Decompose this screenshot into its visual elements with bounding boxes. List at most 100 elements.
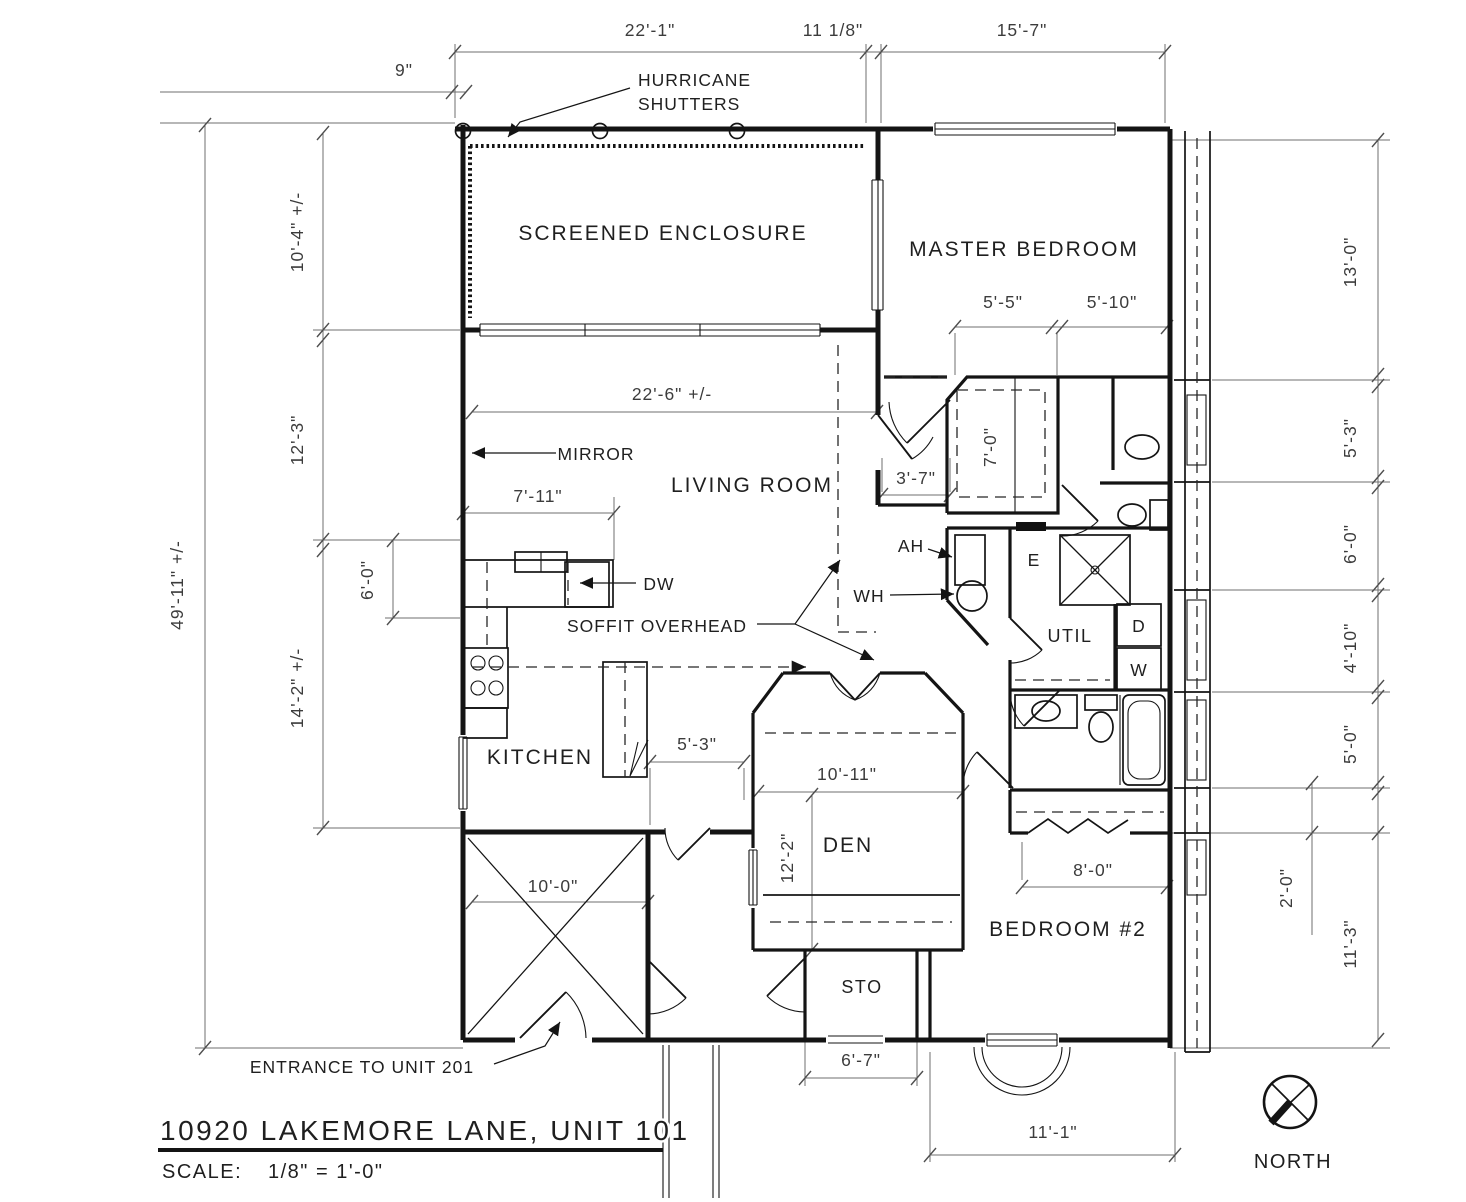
master-toilet-tank [1149,499,1169,531]
party-wall [1174,131,1211,1053]
bath2-toilet-tank [1084,694,1118,711]
soffit-overhead-label: SOFFIT OVERHEAD [567,616,747,636]
entrance-note-label: ENTRANCE TO UNIT 201 [250,1057,474,1077]
mirror-label: MIRROR [558,444,635,464]
shower-drain [1090,565,1100,575]
hurricane-shutters-label-line1: HURRICANE [638,70,751,90]
bedroom2-label: BEDROOM #2 [989,918,1147,941]
pantry-arrow [629,739,649,777]
electric-panel-box [1016,522,1046,531]
living-room-label: LIVING ROOM [671,474,833,497]
bathtub [1122,694,1166,786]
garage-door-swing [565,991,587,1039]
dim-den-depth: 12'-2" [777,833,797,884]
master-toilet-bowl [1117,503,1147,527]
foyer-door-swing [647,997,687,1015]
hurricane-leader [507,87,631,138]
dryer-label: D [1132,616,1146,636]
dim-kitchen-pass: 5'-3" [677,734,717,754]
north-arrow: NORTH [1251,1074,1333,1176]
range-burner [488,655,504,671]
range-burner [488,680,504,696]
water-heater-circle [956,580,988,612]
air-handler-label: AH [898,536,924,556]
utility-label: UTIL [1047,626,1092,646]
dim-wall-gap: 11 1/8" [803,20,864,40]
dim-porch-width: 6'-7" [841,1050,881,1070]
soffit-dashed-lines [486,345,1164,923]
scale-value: 1/8" = 1'-0" [268,1161,384,1183]
water-heater-leader [889,588,955,601]
garage-door-opening [515,1033,592,1047]
entrance-leader [493,1021,561,1065]
hurricane-shutters-label-line2: SHUTTERS [638,94,740,114]
hidden-lines [472,138,1198,1048]
garage-cross [467,837,644,1035]
range [462,647,509,709]
bath2-vanity [1014,694,1078,729]
washer-label: W [1130,660,1148,680]
dim-enclosure-depth: 10'-4" +/- [287,192,307,272]
sto-door-opening [826,1033,885,1047]
dim-bath-depth: 5'-3" [1340,418,1360,458]
dim-garage-width: 10'-0" [528,876,579,896]
enclosure-post [591,122,609,140]
title-underline [158,1148,663,1152]
dim-mirror-wall: 7'-11" [513,486,562,506]
dim-bedroom2-width: 11'-1" [1028,1122,1077,1142]
range-burner [470,680,486,696]
den-window [748,849,758,906]
bedroom2-window [986,1033,1058,1047]
dimension-labels: 9" 22'-1" 11 1/8" 15'-7" 49'-11" +/- 10'… [165,18,1363,1145]
screened-enclosure-screen [454,122,866,318]
title-block: 10920 LAKEMORE LANE, UNIT 101 SCALE: 1/8… [158,1113,690,1186]
kitchen-label: KITCHEN [487,746,593,769]
north-compass-circle [1262,1074,1318,1130]
kitchen-window [458,736,468,810]
hall-door-leaf [877,414,913,460]
soffit-leader-lower [794,623,875,661]
sto-door-leaf [766,957,806,997]
dim-utility-depth: 6'-0" [1340,524,1360,564]
master-shower [1059,534,1131,606]
sheet-title: 10920 LAKEMORE LANE, UNIT 101 [160,1115,690,1146]
dim-overall-height: 49'-11" +/- [167,540,187,630]
foyer-door-leaf [647,959,687,999]
dim-hall-depth: 4'-10" [1340,623,1360,674]
master-shower-cross [1059,534,1131,606]
soffit-leader-upper [757,559,841,625]
electric-panel-label: E [1028,550,1041,570]
scale-label: SCALE: [162,1161,242,1183]
utility-door-swing [1009,649,1043,664]
enclosure-side-window [871,179,884,311]
dryer-box [1116,603,1162,647]
leaders [472,87,955,1065]
screen-mesh-line [468,144,866,318]
dim-bedroom2-depth: 11'-3" [1340,919,1360,968]
entry-stairs [662,1045,720,1198]
entry-door-leaf [677,827,711,861]
storage-label: STO [841,977,882,997]
dim-den-width: 10'-11" [817,764,877,784]
living-window [479,323,821,337]
sto-door-sill [828,1035,883,1044]
master-door-swing [888,401,908,444]
dim-shower-depth: 7'-0" [980,427,1000,467]
dishwasher-label: DW [643,574,674,594]
range-burner [470,655,486,671]
doors [519,399,1099,1039]
room-labels: SCREENED ENCLOSURE MASTER BEDROOM LIVING… [484,220,1147,1000]
bedroom2-door-leaf [976,751,1014,789]
enclosure-post [454,122,472,140]
den-label: DEN [823,834,873,857]
dimension-lines-path [160,51,1379,1156]
dim-master-depth: 13'-0" [1340,237,1360,288]
screened-enclosure-label: SCREENED ENCLOSURE [518,222,807,245]
dim-enclosure-width: 22'-1" [625,20,676,40]
dim-counter-offset: 6'-0" [357,560,377,600]
fixtures [462,377,1207,1198]
north-label: NORTH [1254,1151,1332,1173]
dim-living-width: 22'-6" +/- [632,384,712,404]
